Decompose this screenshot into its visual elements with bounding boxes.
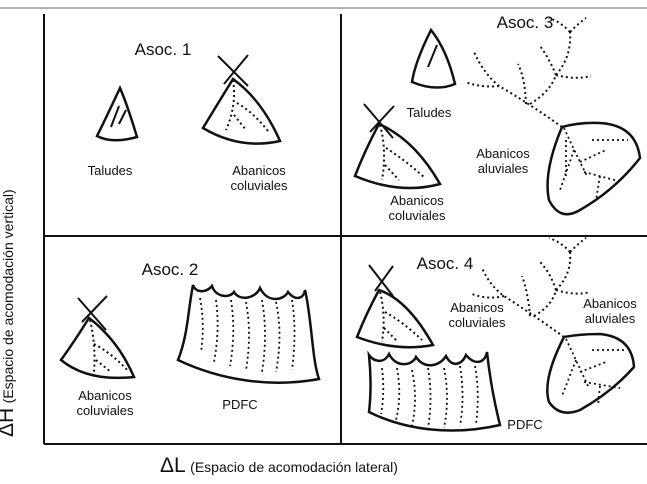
asoc4-pdfc-icon — [369, 352, 500, 431]
asoc1-title: Asoc. 1 — [134, 40, 192, 59]
asoc3-colluvial-fan-icon — [355, 104, 440, 188]
y-axis-symbol: ΔH — [0, 407, 18, 437]
asoc3-title: Asoc. 3 — [496, 13, 554, 32]
asoc4-alluvial-fan-label: Abanicos aluviales — [583, 296, 637, 326]
asoc3-alluvial-fan-label: Abanicos aluviales — [476, 146, 530, 176]
asoc2-title: Asoc. 2 — [141, 260, 199, 279]
x-axis-symbol: ΔL — [160, 454, 186, 477]
asoc1-taludes-icon — [97, 88, 137, 140]
x-axis-title: (Espacio de acomodación lateral) — [190, 459, 398, 475]
asoc2-pdfc-icon — [178, 285, 319, 383]
asoc1-taludes-label: Taludes — [87, 163, 133, 178]
asoc4-colluvial-fan-label: Abanicos coluviales — [448, 300, 506, 330]
asoc3-taludes-icon — [412, 30, 455, 88]
asoc3-taludes-label: Taludes — [406, 105, 452, 120]
asoc1-colluvial-fan-icon — [203, 55, 280, 144]
asoc2-colluvial-fan-icon — [61, 296, 134, 378]
asoc2-colluvial-fan-label: Abanicos coluviales — [76, 388, 134, 418]
asoc3-colluvial-fan-label: Abanicos coluviales — [388, 193, 446, 223]
asoc4-pdfc-label: PDFC — [507, 417, 543, 432]
quadrant-grid — [44, 14, 647, 444]
asoc4-alluvial-fan-icon — [472, 238, 634, 413]
asoc4-colluvial-fan-icon — [357, 265, 433, 347]
asoc4-title: Asoc. 4 — [416, 254, 474, 273]
asoc2-pdfc-label: PDFC — [222, 397, 258, 412]
asoc3-alluvial-fan-icon — [465, 18, 640, 214]
y-axis-title: (Espacio de acomodación vertical) — [0, 189, 16, 404]
x-axis-label: ΔL (Espacio de acomodación lateral) — [160, 454, 500, 478]
y-axis-label: ΔH (Espacio de acomodación vertical) — [0, 37, 25, 437]
asoc1-colluvial-fan-label: Abanicos coluviales — [230, 163, 288, 193]
